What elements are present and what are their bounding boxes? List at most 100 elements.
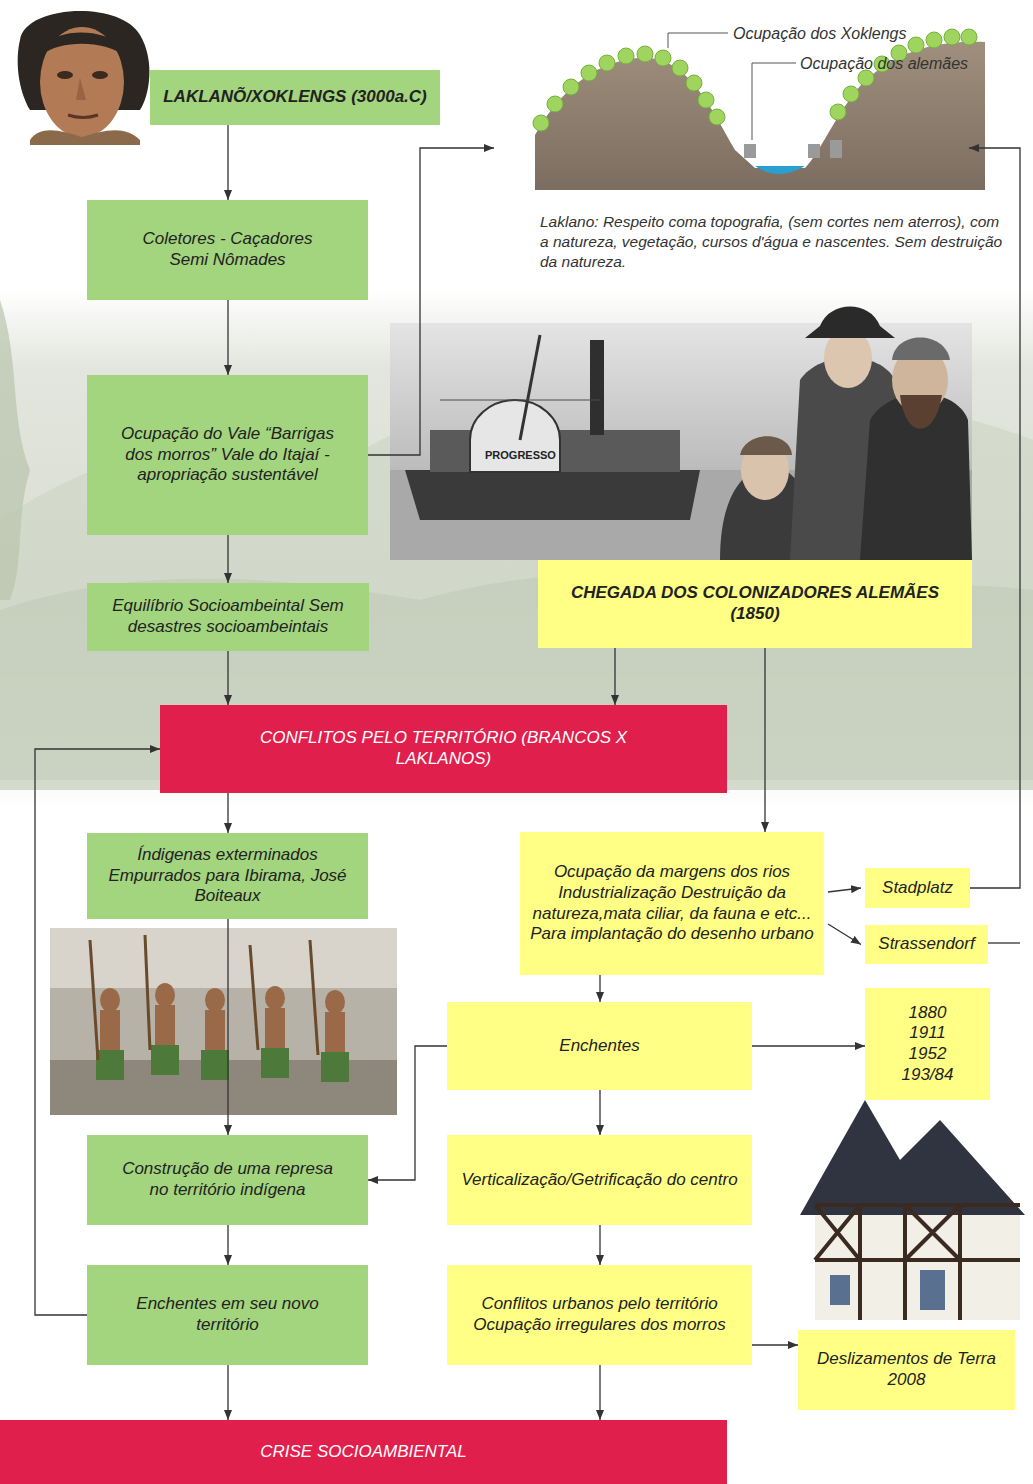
forest-canopy	[686, 75, 702, 91]
node-text: Strassendorf	[878, 934, 974, 955]
forest-canopy	[533, 29, 977, 131]
node-text: CONFLITOS PELO TERRITÓRIO (BRANCOS X LAK…	[234, 728, 654, 769]
flow-arrow	[752, 1344, 798, 1345]
indigenous-photo	[100, 988, 120, 1012]
building-photo	[815, 1205, 1020, 1320]
indigenous-photo	[151, 1045, 179, 1075]
indigenous-photo	[96, 1050, 124, 1080]
flow-arrow	[828, 888, 861, 892]
forest-canopy	[843, 86, 859, 102]
process-box: Strassendorf	[865, 925, 988, 964]
forest-background	[0, 290, 1033, 810]
boat-photo	[470, 400, 560, 472]
node-text: Ocupação do Vale “Barrigas dos morros” V…	[108, 424, 348, 486]
callout-label: Ocupação dos alemães	[800, 54, 1020, 75]
flow-arrow	[227, 300, 228, 375]
indigenous-photo	[265, 986, 285, 1010]
process-box: Enchentes	[447, 1002, 752, 1090]
process-box: Verticalização/Getrificação do centro	[447, 1135, 752, 1225]
process-box: Coletores - Caçadores Semi Nômades	[87, 200, 368, 300]
flow-arrow	[752, 1045, 865, 1046]
forest-canopy	[961, 29, 977, 45]
reference-line	[969, 148, 1020, 888]
node-text: Stadplatz	[882, 878, 953, 899]
portrait-photo	[40, 33, 124, 57]
indigenous-photo	[100, 1010, 120, 1055]
indigenous-photo	[155, 1005, 175, 1050]
node-text: Coletores - Caçadores Semi Nômades	[128, 229, 328, 270]
forest-canopy	[672, 60, 688, 76]
portrait-photo	[68, 115, 98, 118]
leader-line	[668, 33, 728, 48]
portrait-photo	[0, 0, 155, 145]
indigenous-photo	[261, 1048, 289, 1078]
indigenous-photo	[265, 1008, 285, 1053]
forest-canopy	[637, 46, 653, 62]
flow-arrow	[599, 1365, 600, 1420]
forest-canopy	[563, 79, 579, 95]
indigenous-photo	[205, 988, 225, 1012]
forest-canopy	[599, 55, 615, 71]
boat-photo	[520, 335, 540, 440]
portrait-photo	[92, 71, 108, 79]
forest-canopy	[908, 37, 924, 53]
process-box: Deslizamentos de Terra 2008	[798, 1330, 1015, 1410]
process-box: Enchentes em seu novo território	[87, 1265, 368, 1365]
indigenous-photo	[145, 935, 150, 1050]
building-photo	[800, 1100, 1025, 1215]
forest-background	[0, 290, 1033, 810]
indigenous-photo	[205, 1010, 225, 1055]
node-text: Enchentes	[559, 1036, 639, 1057]
settlers-photo	[892, 338, 950, 361]
indigenous-photo	[155, 983, 175, 1007]
terrain-section	[744, 144, 756, 158]
process-box: Ocupação do Vale “Barrigas dos morros” V…	[87, 375, 368, 535]
flow-arrow	[599, 1090, 600, 1135]
portrait-photo	[76, 78, 86, 100]
indigenous-photo	[250, 945, 258, 1050]
forest-canopy	[858, 70, 874, 86]
node-text: Índigenas exterminados Empurrados para I…	[100, 845, 355, 907]
node-text: Conflitos urbanos pelo território Ocupaç…	[457, 1294, 742, 1335]
flow-arrow	[227, 793, 228, 833]
portrait-photo	[57, 71, 73, 79]
process-box: Construção de uma represa no território …	[87, 1135, 368, 1225]
node-text: Verticalização/Getrificação do centro	[461, 1170, 737, 1191]
process-box: Índigenas exterminados Empurrados para I…	[87, 833, 368, 919]
flow-arrow	[227, 1365, 228, 1420]
indigenous-photo	[201, 1050, 229, 1080]
reference-line	[368, 148, 1020, 943]
forest-canopy	[618, 48, 634, 64]
indigenous-photo	[310, 940, 318, 1055]
terrain-section	[755, 166, 805, 174]
indigenous-photo	[325, 1012, 345, 1057]
portrait-photo	[30, 130, 140, 145]
forest-canopy	[944, 29, 960, 45]
forest-canopy	[533, 115, 549, 131]
node-text: LAKLANÕ/XOKLENGS (3000a.C)	[163, 87, 427, 108]
indigenous-photo	[90, 940, 98, 1060]
building-photo	[830, 1275, 850, 1305]
settlers-photo	[805, 307, 895, 339]
process-box: LAKLANÕ/XOKLENGS (3000a.C)	[150, 70, 440, 125]
portrait-photo	[40, 27, 124, 137]
boat-photo	[390, 323, 972, 560]
flow-arrow	[227, 125, 228, 200]
node-text: 1880 1911 1952 193/84	[897, 1003, 959, 1086]
node-text: Ocupação da margens dos rios Industriali…	[530, 862, 814, 945]
process-box: 1880 1911 1952 193/84	[865, 988, 990, 1100]
flow-arrow	[764, 648, 765, 832]
building-photo	[920, 1270, 945, 1310]
settlers-photo	[900, 395, 942, 429]
node-text: Enchentes em seu novo território	[113, 1294, 343, 1335]
indigenous-photo	[50, 928, 397, 988]
forest-canopy	[926, 32, 942, 48]
indigenous-photo	[50, 928, 397, 1115]
callout-label: Ocupação dos Xoklengs	[733, 24, 993, 45]
boat-photo	[590, 340, 604, 435]
flow-arrow	[227, 535, 228, 583]
reference-line	[988, 942, 1020, 943]
boat-photo	[405, 470, 700, 520]
forest-background	[0, 300, 30, 600]
